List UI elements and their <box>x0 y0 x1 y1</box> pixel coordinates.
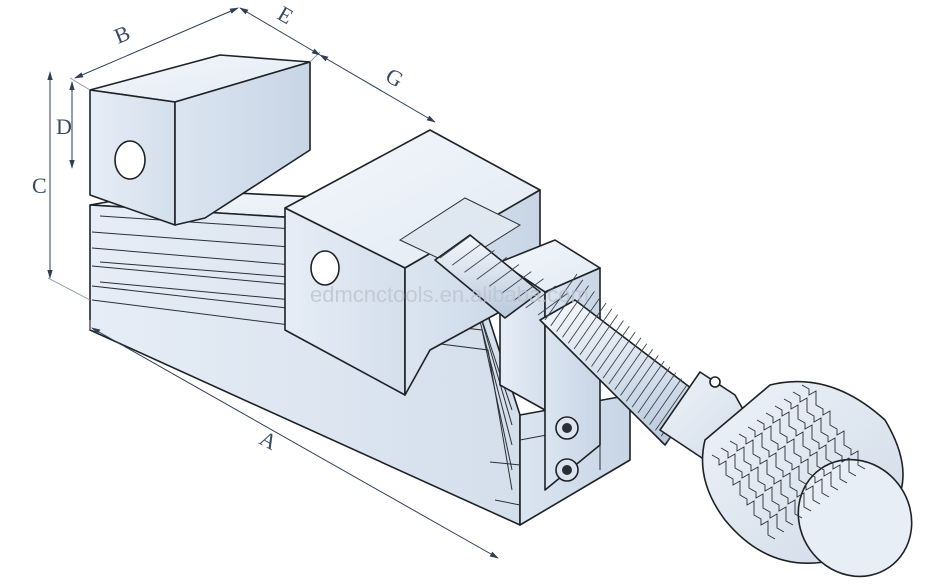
dimension-line-b <box>74 7 239 79</box>
knurl-line <box>765 412 830 498</box>
knob-end-face <box>797 458 913 578</box>
screw-threads <box>439 235 700 443</box>
thread-line <box>500 271 532 294</box>
thread-line <box>573 302 607 350</box>
thread-line <box>439 235 471 259</box>
thread-line <box>579 308 613 356</box>
thread-line <box>556 285 589 332</box>
knurl-line <box>792 391 857 477</box>
fixed-jaw-side <box>174 61 311 226</box>
thread-line <box>608 337 642 385</box>
dimension-line-g <box>319 54 436 123</box>
thread-line <box>537 292 569 316</box>
thread-line <box>476 257 508 280</box>
thread-line <box>451 242 483 266</box>
knurl-line <box>801 384 866 470</box>
knurl-line <box>729 440 794 526</box>
knurl-line <box>720 447 785 533</box>
dimension-line-e <box>239 7 321 56</box>
cap-screw-upper <box>555 416 579 440</box>
thread-line <box>655 384 688 431</box>
knurl-line <box>711 454 776 540</box>
thread-line <box>562 291 595 338</box>
thread-line <box>637 366 671 414</box>
fixed-jaw-hole <box>114 140 146 180</box>
thread-line <box>631 360 665 408</box>
jaw-slot <box>398 197 522 267</box>
knurl-line <box>756 419 821 505</box>
thread-line <box>488 264 520 287</box>
dimension-label-b: B <box>111 20 134 49</box>
thread-line <box>620 349 653 396</box>
knurl-line <box>783 398 848 484</box>
collar-pin-hole <box>709 376 721 388</box>
watermark: edmcnctools.en.alibaba.com <box>310 282 589 307</box>
dimension-label-c: C <box>32 173 47 198</box>
thread-line <box>464 249 495 273</box>
thread-line <box>591 320 624 367</box>
knurl-line <box>774 405 839 491</box>
thread-line <box>625 355 659 402</box>
cap-screw-lower <box>555 458 579 482</box>
knurled-knob <box>659 371 913 578</box>
thread-line <box>614 343 648 390</box>
thread-line <box>596 326 630 373</box>
thread-line <box>544 273 578 321</box>
dimension-label-e: E <box>274 1 298 29</box>
thread-line <box>585 314 619 361</box>
dimension-label-g: G <box>382 63 408 93</box>
thread-line <box>643 372 677 420</box>
dimension-label-d: D <box>56 114 72 139</box>
thread-line <box>513 278 544 302</box>
fixed-jaw <box>89 54 311 226</box>
thread-line <box>550 279 584 327</box>
knurl-pattern <box>711 384 866 540</box>
movable-jaw-hole <box>310 250 340 286</box>
knurl-line <box>738 433 803 519</box>
knurl-line <box>747 426 812 512</box>
dimension-label-a: A <box>256 425 282 455</box>
thread-line <box>525 285 557 309</box>
dimension-line-a <box>91 327 499 559</box>
thread-line <box>649 378 682 425</box>
thread-line <box>602 331 636 379</box>
thread-line <box>567 296 601 344</box>
